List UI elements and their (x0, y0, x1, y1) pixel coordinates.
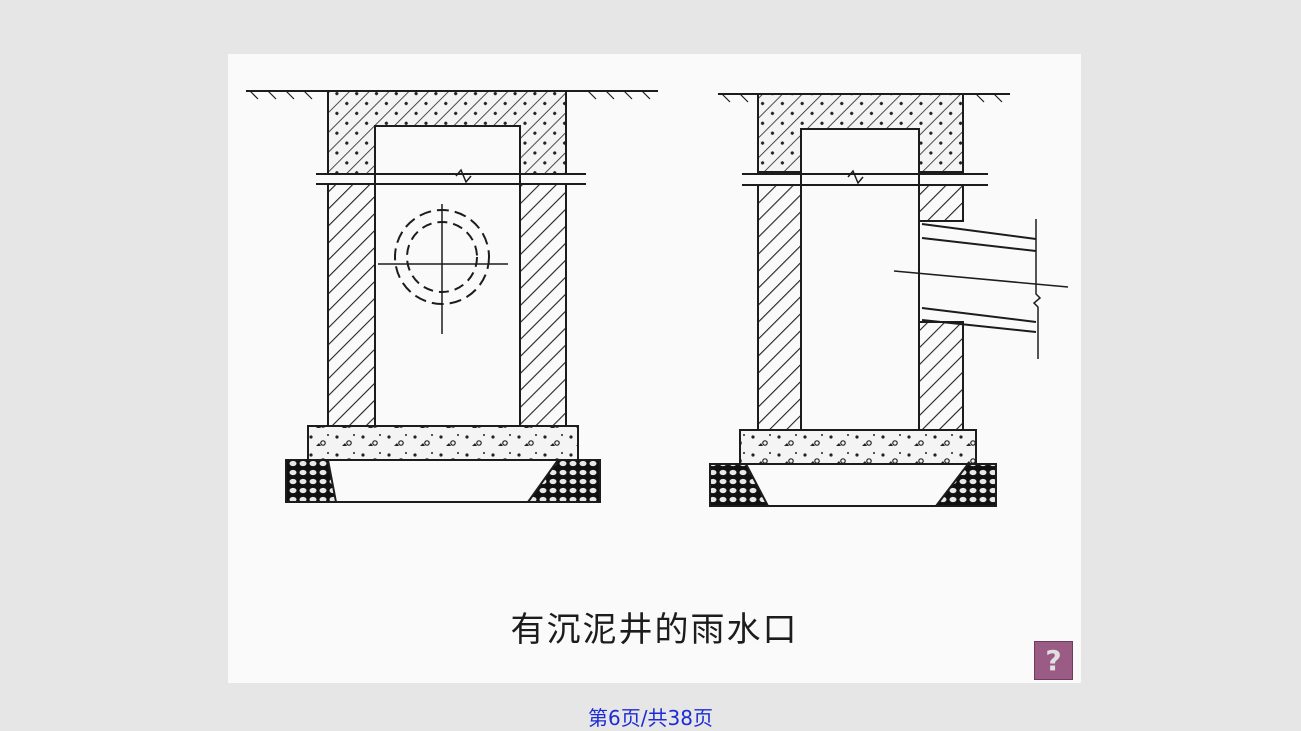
page-indicator-text[interactable]: 第6页/共38页 (588, 706, 713, 730)
slide: 有沉泥井的雨水口 (228, 54, 1081, 683)
question-icon: ? (1045, 644, 1062, 677)
help-button[interactable]: ? (1034, 641, 1073, 680)
page-indicator[interactable]: 第6页/共38页 (0, 702, 1301, 731)
rain-inlet-diagram (246, 90, 1069, 507)
right-section-drawing (709, 93, 1069, 507)
diagram-caption: 有沉泥井的雨水口 (510, 610, 799, 650)
left-section-drawing (246, 90, 658, 503)
